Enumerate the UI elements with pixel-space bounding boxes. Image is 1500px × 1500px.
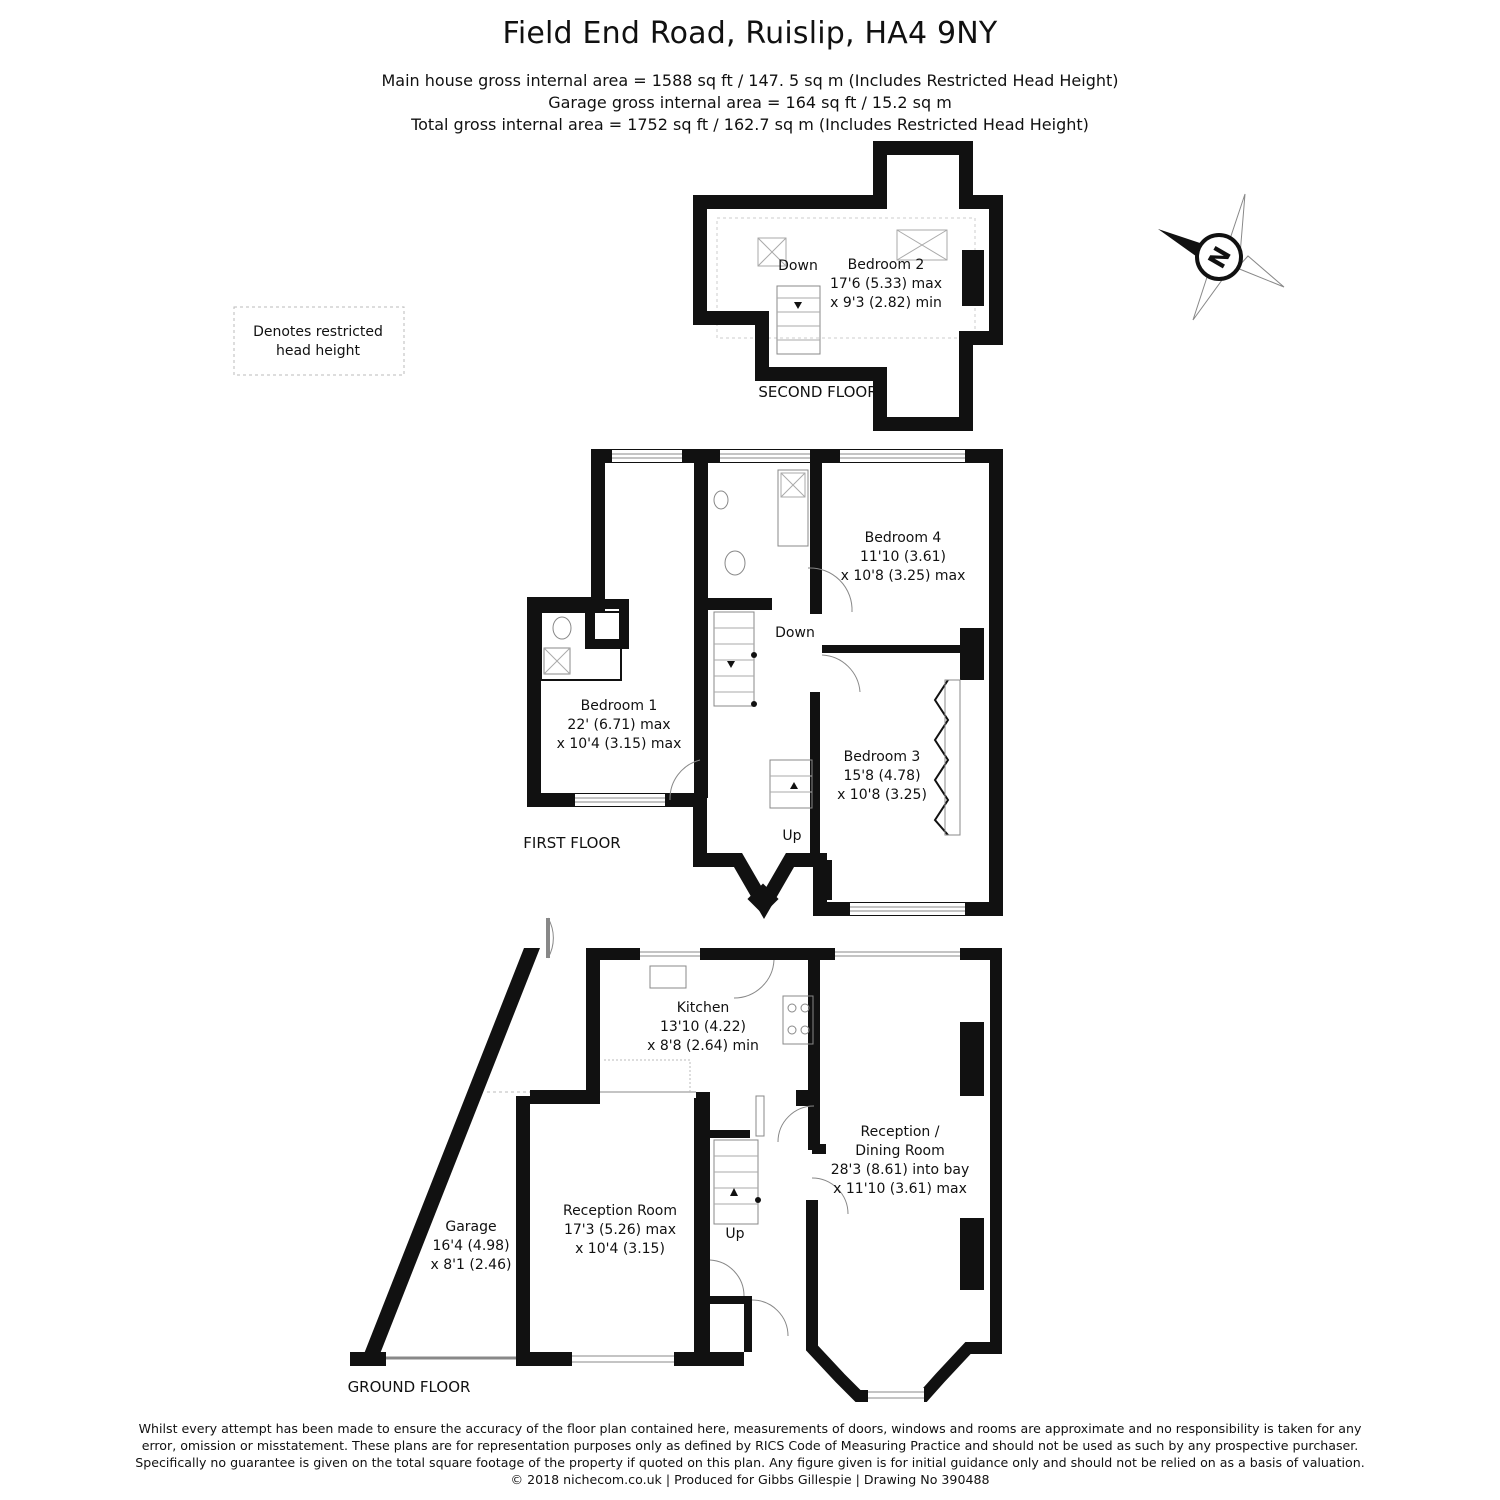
reception-room-name: Reception Room bbox=[563, 1203, 677, 1219]
bedroom3-dim1: 15'8 (4.78) bbox=[843, 768, 920, 784]
first-stair-up-label: Up bbox=[782, 828, 801, 844]
bedroom1-dim2: x 10'4 (3.15) max bbox=[557, 736, 682, 752]
bedroom2-name: Bedroom 2 bbox=[848, 257, 925, 273]
plan-title: Field End Road, Ruislip, HA4 9NY bbox=[502, 16, 998, 51]
stair-icon bbox=[713, 611, 813, 809]
bedroom3-name: Bedroom 3 bbox=[844, 749, 921, 765]
reception-dining-name-2: Dining Room bbox=[855, 1143, 945, 1159]
disclaimer-line-3: Specifically no guarantee is given on th… bbox=[135, 1455, 1365, 1470]
second-floor-plan: Down Bedroom 2 17'6 (5.33) max x 9'3 (2.… bbox=[693, 141, 1003, 431]
kitchen-dim2: x 8'8 (2.64) min bbox=[647, 1038, 759, 1054]
total-area: Total gross internal area = 1752 sq ft /… bbox=[411, 115, 1089, 134]
disclaimer: Whilst every attempt has been made to en… bbox=[60, 1420, 1440, 1488]
stair-icon bbox=[776, 285, 821, 355]
bedroom2-dim1: 17'6 (5.33) max bbox=[830, 276, 942, 292]
reception-dining-name-1: Reception / bbox=[861, 1124, 940, 1140]
stair-down-label: Down bbox=[778, 258, 818, 274]
legend-line-1: Denotes restricted bbox=[253, 324, 383, 340]
first-stair-down-label: Down bbox=[775, 625, 815, 641]
second-floor-label: SECOND FLOOR bbox=[758, 383, 877, 401]
garage-name: Garage bbox=[445, 1219, 496, 1235]
main-house-area: Main house gross internal area = 1588 sq… bbox=[381, 71, 1119, 90]
kitchen-dim1: 13'10 (4.22) bbox=[660, 1019, 746, 1035]
legend-line-2: head height bbox=[276, 343, 361, 359]
disclaimer-line-1: Whilst every attempt has been made to en… bbox=[138, 1421, 1362, 1436]
first-floor-plan: Down Up Bedroom 1 22' (6.71) max x 10'4 … bbox=[523, 449, 1003, 919]
reception-room-dim1: 17'3 (5.26) max bbox=[564, 1222, 676, 1238]
stair-icon bbox=[713, 1095, 765, 1225]
bedroom1-dim1: 22' (6.71) max bbox=[567, 717, 670, 733]
bedroom2-dim2: x 9'3 (2.82) min bbox=[830, 295, 942, 311]
kitchen-name: Kitchen bbox=[677, 1000, 730, 1016]
disclaimer-line-2: error, omission or misstatement. These p… bbox=[141, 1438, 1359, 1453]
ground-floor-plan: Kitchen 13'10 (4.22) x 8'8 (2.64) min Re… bbox=[348, 917, 1002, 1402]
ground-floor-label: GROUND FLOOR bbox=[348, 1378, 471, 1396]
first-floor-label: FIRST FLOOR bbox=[523, 834, 620, 852]
reception-room-dim2: x 10'4 (3.15) bbox=[575, 1241, 665, 1257]
reception-dining-dim2: x 11'10 (3.61) max bbox=[833, 1181, 967, 1197]
bedroom3-dim2: x 10'8 (3.25) bbox=[837, 787, 927, 803]
restricted-head-height-legend: Denotes restricted head height bbox=[233, 306, 405, 376]
bedroom4-dim2: x 10'8 (3.25) max bbox=[841, 568, 966, 584]
copyright-line: © 2018 nichecom.co.uk | Produced for Gib… bbox=[510, 1472, 990, 1487]
bedroom4-dim1: 11'10 (3.61) bbox=[860, 549, 946, 565]
garage-dim2: x 8'1 (2.46) bbox=[431, 1257, 512, 1273]
bedroom1-name: Bedroom 1 bbox=[581, 698, 658, 714]
reception-dining-dim1: 28'3 (8.61) into bay bbox=[831, 1162, 970, 1178]
bedroom4-name: Bedroom 4 bbox=[865, 530, 942, 546]
garage-dim1: 16'4 (4.98) bbox=[432, 1238, 509, 1254]
garage-area: Garage gross internal area = 164 sq ft /… bbox=[548, 93, 952, 112]
ground-stair-up-label: Up bbox=[725, 1226, 744, 1242]
north-arrow-icon: N bbox=[1158, 193, 1285, 321]
